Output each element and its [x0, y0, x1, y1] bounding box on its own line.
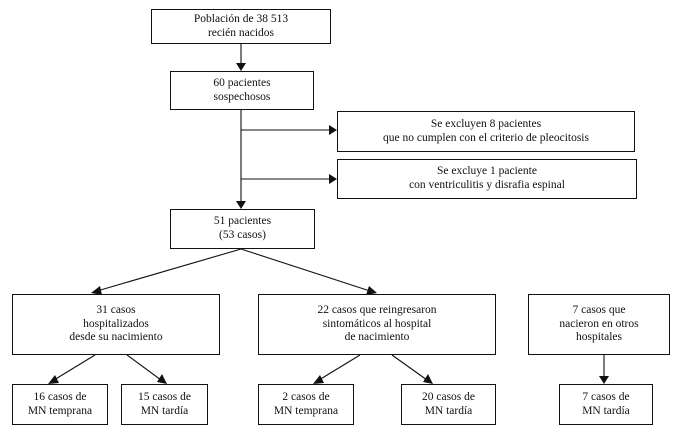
suspected-line1: 60 pacientes	[213, 76, 271, 89]
suspected-patients-box: 60 pacientes sospechosos	[170, 71, 314, 110]
arrowhead-readm-late	[423, 374, 433, 384]
patients-51-box: 51 pacientes (53 casos)	[170, 209, 315, 249]
readm-late-box: 20 casos de MN tardía	[401, 384, 496, 425]
hospitalized-line3: desde su nacimiento	[69, 331, 163, 344]
readm-late-line1: 20 casos de	[421, 390, 475, 403]
connector-hosp-late	[126, 354, 162, 381]
other-hospitals-line1: 7 casos que	[572, 304, 626, 317]
hosp-early-line2: MN temprana	[27, 404, 93, 417]
other-late-box: 7 casos de MN tardía	[559, 384, 653, 425]
exclusion-1-line1: Se excluye 1 paciente	[437, 165, 537, 178]
exclusion-8-line1: Se excluyen 8 pacientes	[430, 117, 542, 130]
arrowhead-hosp-early	[48, 375, 59, 384]
other-hospitals-box: 7 casos que nacieron en otros hospitales	[528, 294, 670, 355]
arrowhead-readm-early	[313, 375, 324, 384]
connector-hosp-early	[53, 354, 96, 381]
population-box: Población de 38 513 recién nacidos	[151, 9, 331, 44]
hosp-late-box: 15 casos de MN tardía	[121, 384, 208, 425]
exclusion-1-box: Se excluye 1 paciente con ventriculitis …	[337, 159, 637, 199]
other-hospitals-line3: hospitales	[575, 331, 622, 344]
arrowhead-suspected	[236, 63, 246, 71]
arrowhead-other-late	[599, 376, 609, 384]
arrowhead-exclusion-8	[329, 125, 337, 135]
connector-patients-hospitalized	[96, 248, 242, 292]
other-late-line1: 7 casos de	[582, 390, 630, 403]
hospitalized-box: 31 casos hospitalizados desde su nacimie…	[12, 294, 220, 355]
suspected-line2: sospechosos	[213, 90, 271, 103]
other-late-line2: MN tardía	[582, 404, 630, 417]
arrowhead-readmitted	[366, 286, 377, 295]
exclusion-8-line2: que no cumplen con el criterio de pleoci…	[383, 131, 589, 144]
connector-readm-late	[391, 354, 428, 381]
connector-patients-readmitted	[240, 248, 371, 292]
readm-late-line2: MN tardía	[424, 404, 473, 417]
hosp-early-box: 16 casos de MN temprana	[12, 384, 108, 425]
population-line1: Población de 38 513	[193, 12, 289, 25]
readm-early-line1: 2 casos de	[282, 390, 330, 403]
arrowhead-hosp-late	[157, 374, 167, 384]
other-hospitals-line2: nacieron en otros	[559, 317, 639, 330]
exclusion-1-line2: con ventriculitis y disrafia espinal	[409, 179, 565, 191]
readm-early-line2: MN temprana	[273, 404, 339, 417]
arrowhead-patients	[236, 201, 246, 209]
hospitalized-line1: 31 casos	[96, 304, 136, 317]
population-line2: recién nacidos	[207, 26, 275, 39]
arrowhead-exclusion-1	[329, 174, 337, 184]
exclusion-8-box: Se excluyen 8 pacientes que no cumplen c…	[337, 111, 635, 152]
readm-early-box: 2 casos de MN temprana	[258, 384, 354, 425]
hosp-early-line1: 16 casos de	[33, 390, 87, 403]
arrowhead-hospitalized	[91, 286, 102, 295]
patients-51-line1: 51 pacientes	[213, 215, 272, 228]
patients-51-line2: (53 casos)	[219, 229, 266, 241]
readmitted-box: 22 casos que reingresaron sintomáticos a…	[258, 294, 496, 355]
connector-readm-early	[318, 354, 361, 381]
readmitted-line1: 22 casos que reingresaron	[317, 304, 437, 317]
readmitted-line2: sintomáticos al hospital	[322, 317, 432, 330]
hosp-late-line1: 15 casos de	[137, 390, 191, 403]
readmitted-line3: de nacimiento	[344, 331, 410, 344]
hospitalized-line2: hospitalizados	[83, 317, 149, 330]
hosp-late-line2: MN tardía	[140, 404, 189, 417]
